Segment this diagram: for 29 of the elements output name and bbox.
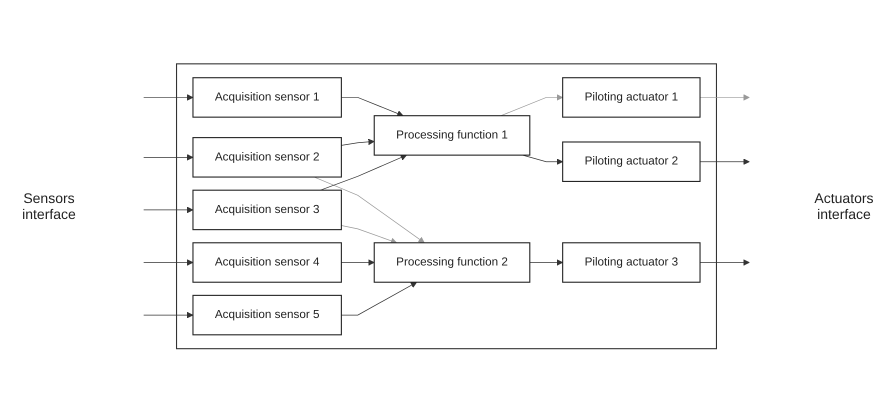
arrow [529, 259, 563, 266]
arrow [341, 282, 417, 316]
interface-label: Sensors interface [21, 190, 77, 222]
node-box: Processing function 2 [374, 242, 530, 282]
cluster [176, 63, 718, 349]
arrow [700, 158, 750, 165]
arrow [314, 176, 425, 243]
arrow [143, 312, 194, 318]
node-box: Piloting actuator 3 [562, 242, 701, 282]
arrow [341, 224, 397, 244]
arrow [522, 154, 563, 165]
node-box: Acquisition sensor 4 [192, 242, 342, 282]
node-box: Acquisition sensor 2 [192, 136, 342, 178]
node-box: Acquisition sensor 5 [192, 294, 342, 336]
node-box: Acquisition sensor 1 [192, 76, 342, 118]
arrow [143, 259, 194, 266]
arrow [700, 94, 750, 100]
arrow [341, 259, 375, 266]
arrow [341, 96, 404, 116]
node-box: Piloting actuator 2 [562, 141, 701, 182]
arrow [143, 94, 194, 100]
arrow [341, 138, 375, 146]
node-box: Piloting actuator 1 [562, 76, 701, 118]
node-box: Processing function 1 [374, 114, 530, 156]
arrow [700, 259, 750, 266]
interface-label: Actuators interface [813, 190, 875, 222]
arrow [143, 206, 194, 213]
arrow [143, 154, 194, 160]
node-box: Acquisition sensor 3 [192, 189, 342, 230]
